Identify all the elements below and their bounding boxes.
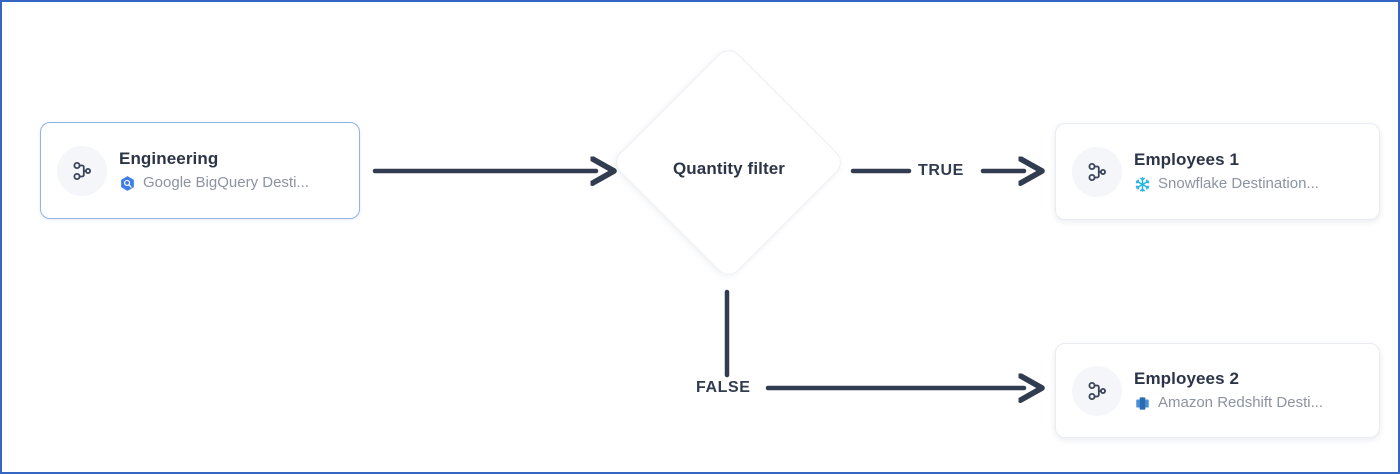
node-title: Employees 1 bbox=[1134, 150, 1240, 169]
google-bigquery-icon bbox=[121, 175, 134, 191]
edge-label-false: FALSE bbox=[696, 379, 751, 396]
node-avatar bbox=[57, 145, 107, 196]
pipeline-branch-icon bbox=[73, 161, 91, 180]
filter-node-label: Quantity filter bbox=[672, 159, 785, 178]
node-card-employees-2[interactable]: Employees 2 Amazon Redshift Desti... bbox=[1055, 343, 1380, 438]
node-title: Engineering bbox=[119, 149, 219, 168]
node-text: Employees 2 Amazon Redshift Desti... bbox=[1134, 368, 1323, 413]
node-avatar bbox=[1072, 146, 1122, 197]
node-text: Engineering Google BigQuery Desti... bbox=[119, 148, 309, 193]
node-subtitle: Google BigQuery Desti... bbox=[119, 173, 309, 193]
snowflake-icon bbox=[1135, 176, 1150, 192]
node-avatar bbox=[1072, 365, 1122, 416]
node-card-engineering[interactable]: Engineering Google BigQuery Desti... bbox=[40, 122, 360, 219]
node-subtitle: Amazon Redshift Desti... bbox=[1134, 393, 1323, 413]
node-subtitle: Snowflake Destination... bbox=[1134, 174, 1319, 194]
node-connector-label: Amazon Redshift Desti... bbox=[1158, 394, 1324, 411]
node-card-employees-1[interactable]: Employees 1 Snowf bbox=[1055, 123, 1380, 220]
node-connector-label: Google BigQuery Desti... bbox=[143, 174, 309, 191]
edge-label-true: TRUE bbox=[918, 162, 964, 179]
node-text: Employees 1 Snowf bbox=[1134, 149, 1319, 194]
pipeline-branch-icon bbox=[1088, 381, 1106, 400]
node-connector-label: Snowflake Destination... bbox=[1158, 175, 1319, 192]
amazon-redshift-icon bbox=[1136, 396, 1149, 410]
node-title: Employees 2 bbox=[1134, 369, 1240, 388]
pipeline-branch-icon bbox=[1088, 162, 1106, 181]
